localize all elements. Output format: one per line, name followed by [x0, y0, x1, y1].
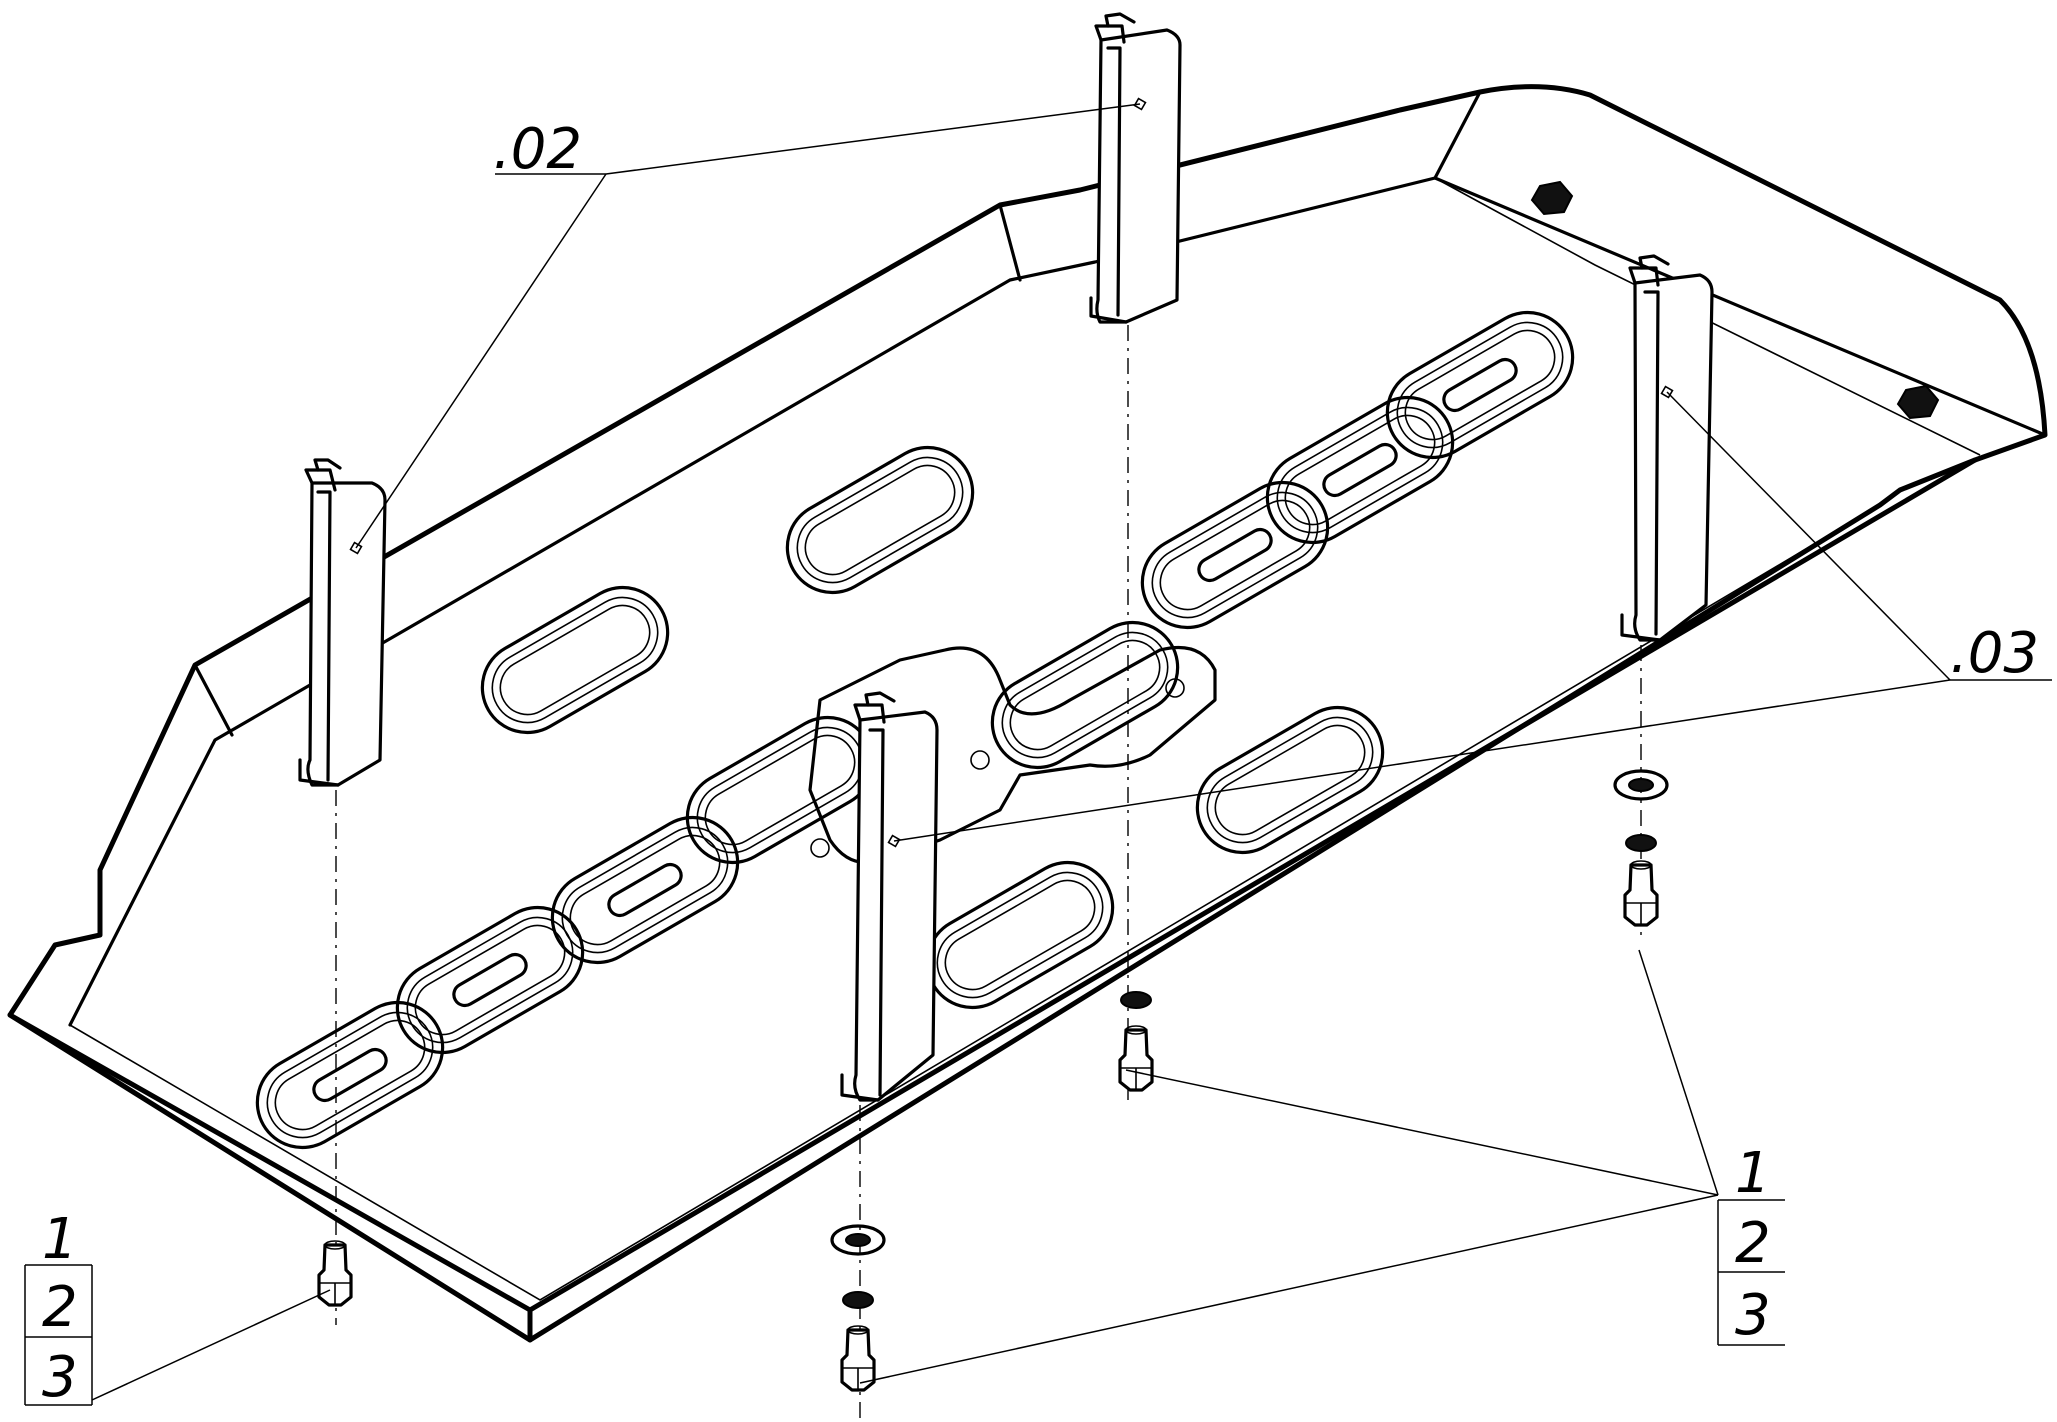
ventilation-slots — [255, 310, 1575, 1150]
vent-slot — [925, 860, 1115, 1010]
spring-washer-icon — [1625, 834, 1657, 852]
stack-left-label-1: 1 — [42, 1207, 78, 1272]
vent-slot — [1140, 480, 1330, 630]
spring-washer-icon — [842, 1291, 874, 1309]
callout-stack-right: 1 2 3 — [1717, 1141, 1785, 1348]
stack-left-label-2: 2 — [42, 1275, 78, 1340]
flat-washer-icon — [830, 1224, 886, 1256]
stack-right-label-2: 2 — [1735, 1211, 1771, 1276]
fasteners — [317, 769, 1669, 1392]
vent-slot — [990, 620, 1180, 770]
bracket-right — [1620, 254, 1714, 642]
stack-right-label-1: 1 — [1735, 1141, 1771, 1206]
bolt-icon — [840, 1328, 876, 1392]
vent-slot — [395, 905, 585, 1055]
vent-slot — [1265, 395, 1455, 545]
stack-right-label-3: 3 — [1735, 1283, 1771, 1348]
vent-slot — [550, 815, 740, 965]
bracket-front — [840, 691, 939, 1102]
callout-03: .03 — [1950, 621, 2039, 686]
bolt-icon — [317, 1243, 353, 1307]
vent-slot — [685, 715, 875, 865]
callout-stack-left: 1 2 3 — [24, 1207, 93, 1410]
center-lines — [335, 325, 1642, 1420]
bolt-icon — [1118, 1028, 1154, 1092]
fastener-stack — [317, 1240, 353, 1307]
stack-left-label-3: 3 — [42, 1345, 78, 1410]
callout-02: .02 — [493, 117, 582, 182]
skid-plate — [7, 84, 2048, 1343]
callout-label-02: .02 — [493, 117, 582, 182]
spring-washer-icon — [1120, 991, 1152, 1009]
callout-label-03: .03 — [1950, 621, 2039, 686]
leader-lines — [91, 103, 2052, 1401]
fastener-stack — [830, 1224, 886, 1392]
flat-washer-icon — [1613, 769, 1669, 801]
bracket-left — [298, 458, 387, 787]
vent-slot — [1385, 310, 1575, 460]
hex-bolt-icon — [1896, 384, 1940, 420]
vent-slot — [255, 1000, 445, 1150]
hex-bolt-icon — [1530, 180, 1574, 216]
vent-slot — [480, 585, 670, 735]
fastener-stack — [1613, 769, 1669, 927]
bracket-center-rear — [1089, 12, 1182, 324]
vent-slot — [785, 445, 975, 595]
bolt-icon — [1623, 863, 1659, 927]
fastener-stack — [1118, 991, 1154, 1092]
